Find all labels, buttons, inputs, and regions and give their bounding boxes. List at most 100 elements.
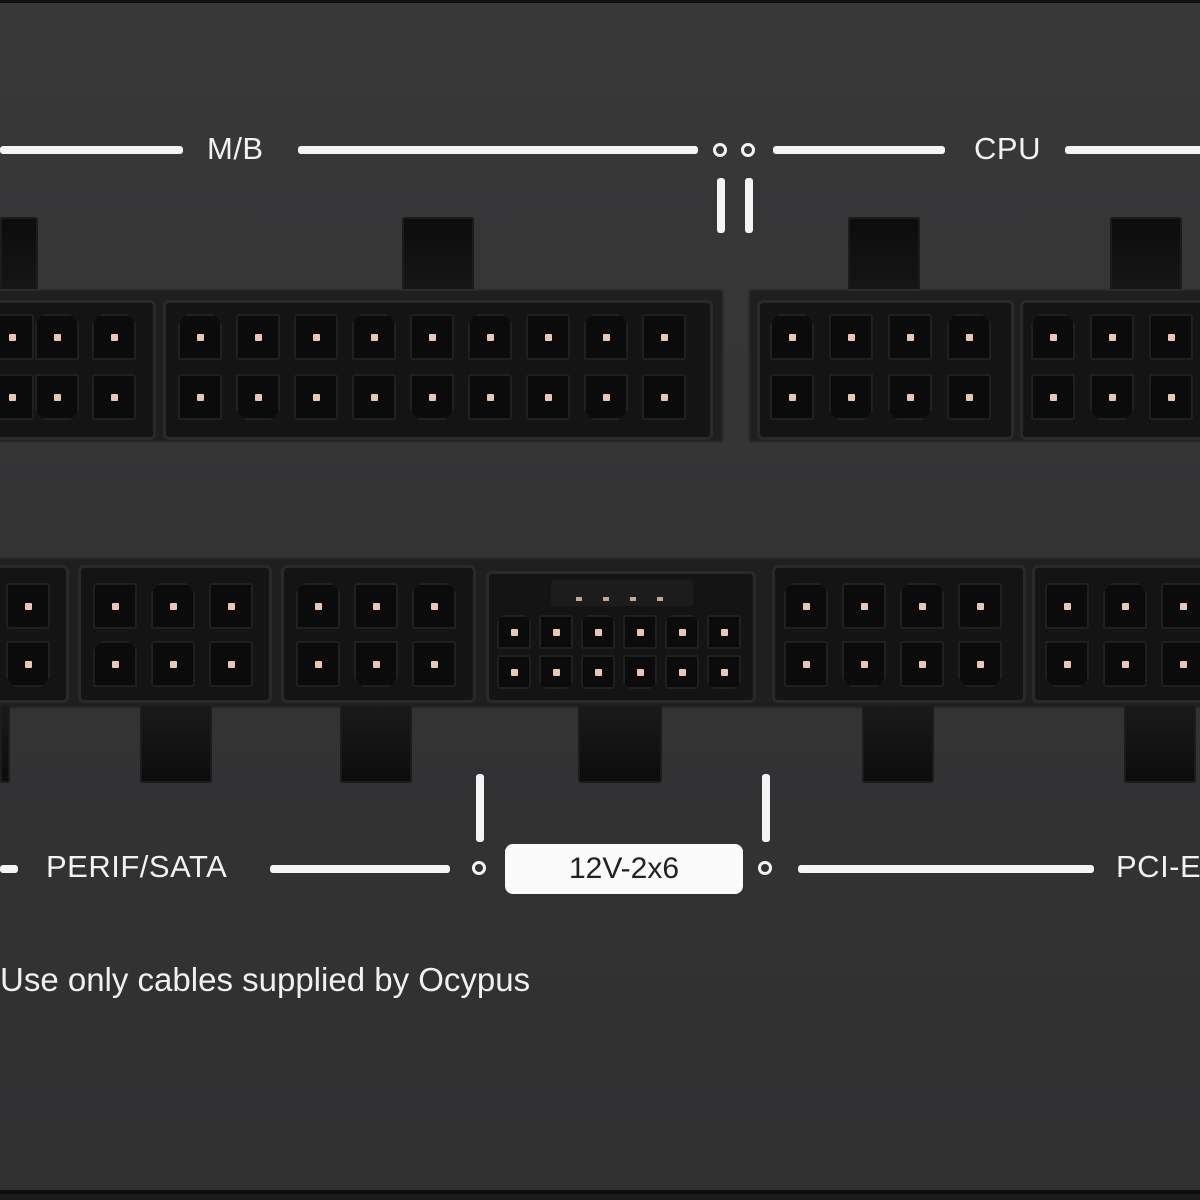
pin — [526, 314, 570, 360]
pin — [92, 374, 136, 420]
pin — [178, 374, 222, 420]
pin — [829, 374, 873, 420]
mb-line-right — [298, 146, 698, 154]
mb-latch-right — [402, 217, 474, 297]
pin — [410, 374, 454, 420]
cpu-label: CPU — [974, 131, 1041, 166]
pin — [497, 655, 531, 689]
pin — [1103, 641, 1147, 687]
pin — [236, 314, 280, 360]
pin — [1161, 641, 1200, 687]
pin — [92, 314, 136, 360]
pin — [6, 583, 50, 629]
mb-line-left — [0, 146, 183, 154]
pin — [412, 583, 456, 629]
cpu-latch-2 — [1110, 217, 1182, 297]
pin — [784, 583, 828, 629]
pin — [1149, 374, 1193, 420]
pin — [1031, 314, 1075, 360]
pin — [410, 314, 454, 360]
sense-pin — [657, 597, 663, 601]
cpu-line-left — [773, 146, 945, 154]
pcie-latch-2 — [1124, 705, 1196, 783]
pin — [151, 641, 195, 687]
divider-bar-right — [745, 178, 753, 233]
pin — [947, 314, 991, 360]
pin — [1161, 583, 1200, 629]
mb-latch-left — [0, 217, 38, 297]
12v-bar-left — [476, 774, 484, 842]
sense-pin — [576, 597, 582, 601]
pin — [468, 314, 512, 360]
pin — [623, 655, 657, 689]
sense-pin — [630, 597, 636, 601]
pin — [842, 641, 886, 687]
pin — [665, 615, 699, 649]
pin — [412, 641, 456, 687]
pin — [707, 655, 741, 689]
pin — [642, 374, 686, 420]
12v-2x6-latch — [578, 705, 662, 783]
pin — [584, 374, 628, 420]
pin — [354, 641, 398, 687]
pin — [236, 374, 280, 420]
pin — [947, 374, 991, 420]
pin — [581, 655, 615, 689]
divider-dot-right — [741, 143, 755, 157]
mb-label: M/B — [207, 131, 264, 166]
pin — [352, 314, 396, 360]
pin — [888, 374, 932, 420]
pin — [829, 314, 873, 360]
perif-latch-2 — [140, 705, 212, 783]
pin — [1031, 374, 1075, 420]
pin — [581, 615, 615, 649]
pin — [707, 615, 741, 649]
pin — [1045, 583, 1089, 629]
pin — [93, 641, 137, 687]
pin — [296, 583, 340, 629]
12v-dot-right — [758, 861, 772, 875]
pin — [584, 314, 628, 360]
pin — [642, 314, 686, 360]
pin — [539, 615, 573, 649]
perif-sata-label: PERIF/SATA — [46, 849, 228, 884]
pin — [1149, 314, 1193, 360]
pin — [0, 314, 34, 360]
pin — [468, 374, 512, 420]
pin — [888, 314, 932, 360]
pcie-line-left — [798, 865, 1094, 873]
cable-notice: Use only cables supplied by Ocypus — [0, 961, 531, 998]
pin — [296, 641, 340, 687]
pin — [497, 615, 531, 649]
pin — [354, 583, 398, 629]
pin — [6, 641, 50, 687]
pin — [209, 641, 253, 687]
12v-2x6-sense-block — [551, 580, 693, 606]
cpu-latch-1 — [848, 217, 920, 297]
perif-latch-3 — [340, 705, 412, 783]
pin — [623, 615, 657, 649]
pin — [526, 374, 570, 420]
12v-bar-right — [762, 774, 770, 842]
pin — [770, 314, 814, 360]
divider-dot-left — [713, 143, 727, 157]
pin — [151, 583, 195, 629]
perif-line-left — [0, 865, 18, 873]
perif-line-right — [270, 865, 450, 873]
sense-pin — [603, 597, 609, 601]
pin — [0, 374, 34, 420]
pin — [784, 641, 828, 687]
pcie-latch-1 — [862, 705, 934, 783]
12v-2x6-badge: 12V-2x6 — [505, 844, 743, 894]
pin — [1045, 641, 1089, 687]
divider-bar-left — [717, 178, 725, 233]
pin — [294, 374, 338, 420]
cpu-line-right — [1065, 146, 1200, 154]
pin — [352, 374, 396, 420]
pin — [958, 641, 1002, 687]
12v-dot-left — [472, 861, 486, 875]
pin — [178, 314, 222, 360]
pin — [1090, 314, 1134, 360]
pin — [900, 583, 944, 629]
